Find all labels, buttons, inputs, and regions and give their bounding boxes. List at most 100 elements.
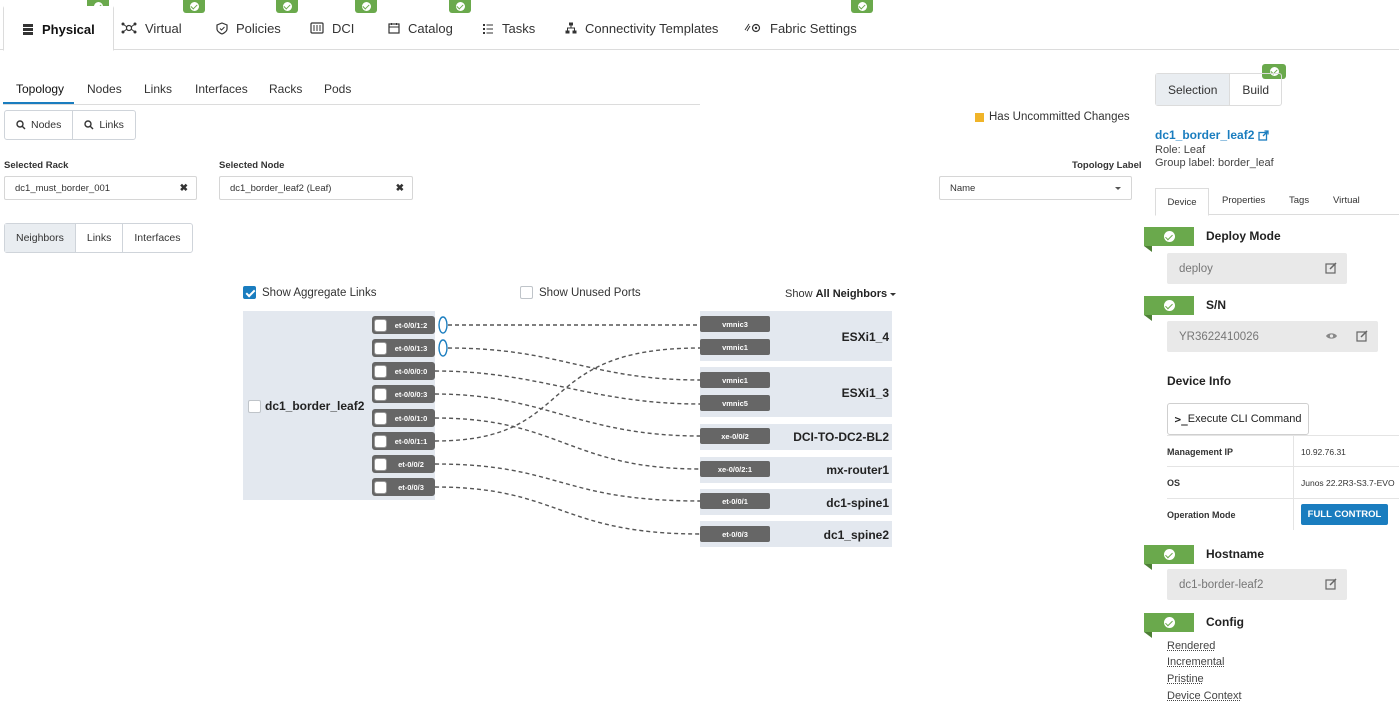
shield-icon [216,21,228,35]
device-info-title: Device Info [1167,374,1232,388]
port-label: et-0/0/1:2 [394,320,428,330]
selected-rack-select[interactable]: dc1_must_border_001 ✖ [4,176,197,200]
button-label: Nodes [31,119,62,131]
show-aggregate-links-option[interactable]: Show Aggregate Links [243,286,376,299]
selected-rack-label: Selected Rack [4,160,69,171]
link-line [434,347,701,442]
clear-icon[interactable]: ✖ [179,183,188,194]
port-et-0-0-0-3[interactable]: et-0/0/0:3 [372,385,435,403]
port-checkbox[interactable] [374,364,387,378]
eye-icon[interactable] [1325,331,1338,341]
tab-policies[interactable]: Policies [216,6,281,50]
clear-icon[interactable]: ✖ [395,183,404,194]
tab-interfaces[interactable]: Interfaces [195,82,248,96]
tab-pods[interactable]: Pods [324,82,352,96]
port-checkbox[interactable] [374,434,387,448]
port-et-0-0-1-2[interactable]: et-0/0/1:2 [372,316,435,334]
link-line [434,393,701,437]
port-et-0-0-1-1[interactable]: et-0/0/1:1 [372,432,435,450]
port-et-0-0-2[interactable]: et-0/0/2 [372,455,435,473]
config-link-rendered[interactable]: Rendered [1167,640,1216,652]
neighbor-port[interactable]: vmnic1 [700,339,770,355]
tab-dci[interactable]: DCI [310,6,354,50]
check-icon [449,0,471,13]
neighbor-port[interactable]: xe-0/0/2:1 [700,461,770,477]
topology-label-select[interactable]: Name [939,176,1132,200]
port-et-0-0-3[interactable]: et-0/0/3 [372,478,435,496]
port-et-0-0-1-0[interactable]: et-0/0/1:0 [372,409,435,427]
port-label: et-0/0/3 [398,482,424,492]
config-link-device-context[interactable]: Device Context [1167,690,1242,702]
tab-build[interactable]: Build [1242,82,1270,97]
search-nodes-button[interactable]: Nodes [5,111,74,139]
aggregate-links-checkbox[interactable] [243,286,256,299]
port-checkbox[interactable] [374,387,387,401]
tab-tags[interactable]: Tags [1289,195,1310,206]
tab-label: Connectivity Templates [585,20,719,36]
edit-icon[interactable] [1356,330,1368,342]
show-neighbors-dropdown[interactable]: Show All Neighbors [785,288,897,300]
neighbor-port[interactable]: et-0/0/3 [700,526,770,542]
port-checkbox[interactable] [374,457,387,471]
neighbors-button[interactable]: Neighbors [5,224,76,252]
tab-fabric-settings[interactable]: Fabric Settings [744,6,857,50]
port-checkbox[interactable] [374,411,387,425]
neighbor-port[interactable]: xe-0/0/2 [700,428,770,444]
port-et-0-0-1-3[interactable]: et-0/0/1:3 [372,339,435,357]
panel-tabs: Selection Build [1155,73,1283,106]
tab-connectivity-templates[interactable]: Connectivity Templates [565,6,718,50]
tab-device[interactable]: Device [1155,188,1209,216]
config-link-pristine[interactable]: Pristine [1167,673,1204,685]
neighbor-name: mx-router1 [826,463,889,477]
neighbor-port[interactable]: vmnic5 [700,395,770,411]
node-checkbox[interactable] [248,399,261,413]
interfaces-button[interactable]: Interfaces [134,232,181,244]
tab-nodes[interactable]: Nodes [87,82,122,96]
execute-cli-command-button[interactable]: >_ Execute CLI Command [1167,403,1309,435]
neighbor-port[interactable]: et-0/0/1 [700,493,770,509]
tab-physical[interactable]: Physical [3,6,114,51]
tab-topology[interactable]: Topology [16,82,65,96]
port-label: et-0/0/1:1 [394,436,428,446]
search-links-button[interactable]: Links [73,111,135,139]
neighbor-name: dc1-spine1 [826,496,889,510]
tab-racks[interactable]: Racks [269,82,303,96]
select-value: Name [950,182,976,194]
tab-links[interactable]: Links [144,82,173,96]
link-line [434,463,701,502]
neighbor-port[interactable]: vmnic3 [700,316,770,332]
port-label: et-0/0/0:3 [394,389,428,399]
hostname-field: dc1-border-leaf2 [1167,569,1347,600]
neighbor-port[interactable]: vmnic1 [700,372,770,388]
tab-label: DCI [332,20,355,36]
port-checkbox[interactable] [374,341,387,355]
link-line [434,417,701,470]
tab-virtual[interactable]: Virtual [1333,195,1360,206]
selected-node-select[interactable]: dc1_border_leaf2 (Leaf) ✖ [219,176,413,200]
button-label: Links [99,119,124,131]
selected-node-name[interactable]: dc1_border_leaf2 [248,399,364,413]
sn-value: YR3622410026 [1179,330,1259,343]
port-checkbox[interactable] [374,480,387,494]
tab-tasks[interactable]: Tasks [482,6,535,50]
server-icon [23,24,33,35]
links-button[interactable]: Links [76,224,124,252]
search-icon [84,120,94,130]
aggregate-link-marker [438,339,448,357]
port-checkbox[interactable] [374,318,387,332]
link-line [434,370,701,405]
tab-catalog[interactable]: Catalog [388,6,453,50]
config-link-incremental[interactable]: Incremental [1167,656,1225,668]
tab-properties[interactable]: Properties [1222,195,1266,206]
edit-icon[interactable] [1325,262,1337,274]
port-et-0-0-0-0[interactable]: et-0/0/0:0 [372,362,435,380]
neighbor-name: dc1_spine2 [823,528,889,542]
unused-ports-checkbox[interactable] [520,286,533,299]
tab-selection[interactable]: Selection [1156,74,1231,105]
edit-icon[interactable] [1325,578,1337,590]
tab-virtual[interactable]: Virtual [121,6,182,50]
device-title-link[interactable]: dc1_border_leaf2 [1155,128,1270,142]
show-unused-ports-option[interactable]: Show Unused Ports [520,286,641,299]
operation-mode-badge[interactable]: FULL CONTROL [1301,504,1388,525]
tab-label: Fabric Settings [770,20,857,36]
